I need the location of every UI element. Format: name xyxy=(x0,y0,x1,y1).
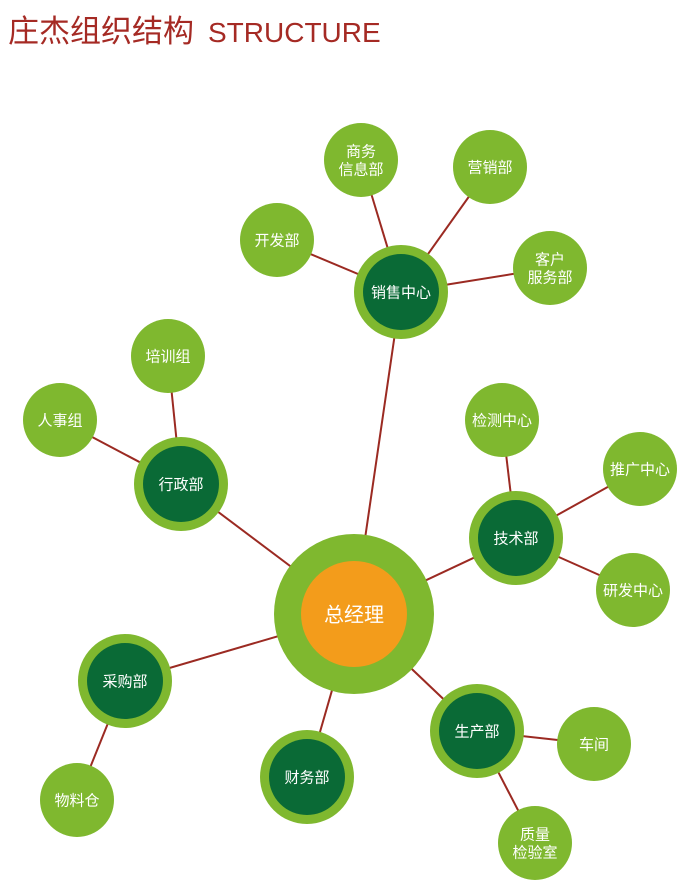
node-label: 技术部 xyxy=(493,530,538,548)
department-circle xyxy=(87,643,163,719)
node-label: 营销部 xyxy=(467,159,512,177)
title-en: STRUCTURE xyxy=(208,17,381,48)
department-node-purchase: 采购部 xyxy=(78,634,172,728)
node-label: 采购部 xyxy=(102,673,147,691)
leaf-circle xyxy=(557,707,631,781)
department-node-finance: 财务部 xyxy=(260,730,354,824)
root-node: 总经理 xyxy=(274,534,434,694)
leaf-node: 营销部 xyxy=(453,130,527,204)
department-circle xyxy=(439,693,515,769)
leaf-node: 车间 xyxy=(557,707,631,781)
leaf-circle xyxy=(498,806,572,880)
node-label: 推广中心 xyxy=(610,461,670,479)
node-label: 研发中心 xyxy=(603,582,663,600)
leaf-circle xyxy=(131,319,205,393)
node-label: 培训组 xyxy=(145,348,190,366)
department-node-tech: 技术部 xyxy=(469,491,563,585)
title-cn: 庄杰组织结构 xyxy=(8,14,194,50)
node-label: 行政部 xyxy=(158,476,203,494)
leaf-circle xyxy=(23,383,97,457)
department-circle xyxy=(478,500,554,576)
node-label: 物料仓 xyxy=(54,792,99,810)
leaf-circle xyxy=(603,432,677,506)
leaf-circle xyxy=(453,130,527,204)
department-node-production: 生产部 xyxy=(430,684,524,778)
node-label: 开发部 xyxy=(254,232,299,250)
node-label: 检测中心 xyxy=(472,412,532,430)
node-label: 商务 xyxy=(346,143,376,161)
node-label: 检验室 xyxy=(512,844,557,862)
department-node-sales: 销售中心 xyxy=(354,245,448,339)
department-circle xyxy=(269,739,345,815)
leaf-node: 物料仓 xyxy=(40,763,114,837)
nodes: 商务信息部营销部开发部客户服务部销售中心培训组人事组行政部检测中心推广中心研发中… xyxy=(23,123,677,880)
leaf-circle xyxy=(40,763,114,837)
leaf-circle xyxy=(513,231,587,305)
leaf-circle xyxy=(596,553,670,627)
root-circle xyxy=(301,561,407,667)
node-label: 人事组 xyxy=(37,412,82,430)
node-label: 车间 xyxy=(579,736,609,754)
leaf-node: 培训组 xyxy=(131,319,205,393)
page-title: 庄杰组织结构 STRUCTURE xyxy=(8,6,381,51)
leaf-node: 人事组 xyxy=(23,383,97,457)
leaf-node: 推广中心 xyxy=(603,432,677,506)
node-label: 信息部 xyxy=(338,161,383,179)
leaf-node: 开发部 xyxy=(240,203,314,277)
node-label: 质量 xyxy=(520,826,550,844)
node-label: 服务部 xyxy=(527,269,572,287)
leaf-circle xyxy=(240,203,314,277)
leaf-circle xyxy=(465,383,539,457)
leaf-node: 研发中心 xyxy=(596,553,670,627)
department-circle xyxy=(143,446,219,522)
node-label: 总经理 xyxy=(324,603,384,627)
node-label: 客户 xyxy=(535,251,565,269)
leaf-circle xyxy=(324,123,398,197)
department-circle xyxy=(363,254,439,330)
node-label: 销售中心 xyxy=(371,284,431,302)
node-label: 生产部 xyxy=(454,723,499,741)
node-label: 财务部 xyxy=(284,769,329,787)
leaf-node: 检测中心 xyxy=(465,383,539,457)
department-node-admin: 行政部 xyxy=(134,437,228,531)
